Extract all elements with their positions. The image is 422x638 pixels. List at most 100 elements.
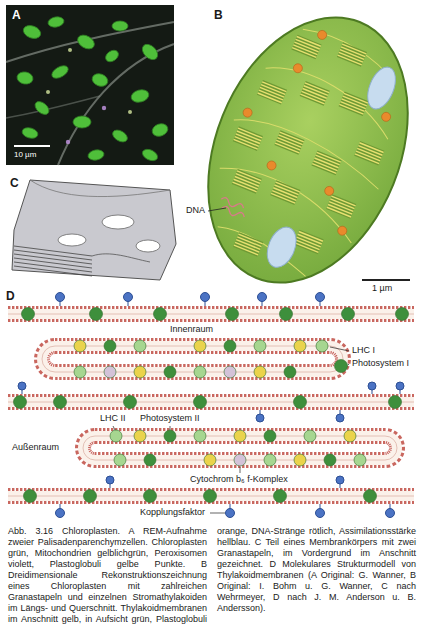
part-label: Kopplungsfaktor xyxy=(140,507,205,518)
membrane-protein xyxy=(234,454,246,466)
micrograph xyxy=(90,72,109,89)
membrane-body-drawing xyxy=(12,180,176,280)
scale-bar xyxy=(14,145,50,147)
membrane-protein xyxy=(22,308,35,321)
micrograph xyxy=(33,99,52,117)
membrane-protein xyxy=(124,396,137,409)
micrograph xyxy=(141,147,160,163)
part-label: Photosystem II xyxy=(140,413,200,424)
chloroplast-drawing xyxy=(217,196,248,219)
membrane-protein xyxy=(54,396,67,409)
membrane-protein xyxy=(194,430,206,442)
membrane-protein xyxy=(194,340,206,352)
panel-letter: B xyxy=(214,8,223,22)
chloroplast-drawing xyxy=(326,194,356,219)
membrane-protein xyxy=(294,396,307,409)
chloroplast-drawing xyxy=(311,151,341,176)
coupling-factor xyxy=(400,390,401,394)
leader-line xyxy=(208,208,226,211)
chloroplast-drawing xyxy=(213,224,312,277)
coupling-factor xyxy=(56,509,65,518)
membrane-protein xyxy=(90,308,103,321)
chloroplast-drawing xyxy=(362,63,401,113)
chloroplast-drawing xyxy=(214,14,413,236)
thylakoid-membranes xyxy=(8,314,414,496)
coupling-factor xyxy=(110,484,111,488)
membrane-protein xyxy=(14,308,409,503)
chloroplast-drawing xyxy=(291,35,321,60)
membrane-protein xyxy=(144,490,157,503)
chloroplast-drawing xyxy=(171,0,422,312)
leader-line xyxy=(348,364,349,365)
membrane-protein xyxy=(24,490,37,503)
membrane-body-drawing xyxy=(58,234,86,246)
thylakoid-membranes xyxy=(8,397,414,407)
chloroplast-drawing xyxy=(300,81,330,106)
chloroplast-drawing xyxy=(336,225,348,237)
scale-bar xyxy=(362,279,410,281)
membrane-protein xyxy=(204,490,217,503)
coupling-factor xyxy=(368,382,376,390)
membrane-protein xyxy=(316,340,328,352)
coupling-factor xyxy=(106,476,114,484)
leader-line xyxy=(113,426,115,430)
micrograph xyxy=(66,106,106,144)
membrane-protein xyxy=(294,454,306,466)
chloroplast-drawing xyxy=(354,141,384,166)
coupling-factor xyxy=(22,390,23,394)
panel-letter: C xyxy=(10,176,19,190)
membrane-protein xyxy=(274,490,287,503)
micrograph xyxy=(16,71,34,86)
micrograph xyxy=(46,90,50,94)
micrograph xyxy=(6,96,100,118)
thylakoid-membranes xyxy=(8,402,414,403)
coupling-factor xyxy=(372,390,373,394)
micrograph xyxy=(139,41,160,62)
chloroplast-drawing xyxy=(190,14,422,289)
coupling-factor xyxy=(226,509,235,518)
chloroplast-drawing xyxy=(233,232,263,257)
coupling-factor xyxy=(260,410,261,414)
micrograph xyxy=(102,106,106,110)
membrane-protein xyxy=(254,340,266,352)
micrograph xyxy=(6,5,174,165)
leader-line xyxy=(330,347,349,351)
membrane-protein xyxy=(74,340,366,466)
membrane-body-drawing xyxy=(136,240,160,252)
chloroplast-drawing xyxy=(337,42,367,67)
membrane-body-drawing xyxy=(14,262,92,272)
chloroplast-drawing xyxy=(232,169,262,194)
membrane-protein xyxy=(226,308,239,321)
coupling-factor xyxy=(340,484,341,488)
micrograph xyxy=(66,140,70,144)
coupling-factor xyxy=(316,509,325,518)
membrane-body-drawing xyxy=(14,246,92,256)
micrograph xyxy=(87,149,104,162)
membrane-protein xyxy=(14,308,409,503)
chloroplast-drawing xyxy=(323,185,335,197)
micrograph xyxy=(75,32,97,51)
membrane-body-drawing xyxy=(102,215,134,229)
coupling-factor xyxy=(396,382,404,390)
chloroplast-drawing xyxy=(316,29,328,41)
micrograph xyxy=(6,22,174,62)
membrane-protein xyxy=(254,366,266,378)
membrane-protein xyxy=(284,366,296,378)
membrane-protein xyxy=(134,340,146,352)
part-label: LHC I xyxy=(352,345,375,356)
coupling-factor xyxy=(201,293,210,302)
membrane-protein xyxy=(264,430,276,442)
micrograph xyxy=(111,128,130,145)
membrane-protein xyxy=(134,366,146,378)
part-label: DNA xyxy=(186,205,205,216)
membrane-protein xyxy=(84,490,97,503)
leader-line xyxy=(113,347,349,513)
chloroplast-drawing xyxy=(242,107,254,119)
coupling-factor xyxy=(258,293,267,302)
membrane-protein xyxy=(342,308,355,321)
chloroplast-drawing xyxy=(171,0,422,312)
membrane-protein xyxy=(104,366,116,378)
membrane-protein xyxy=(224,340,236,352)
micrograph xyxy=(50,63,71,81)
scale-label: 10 µm xyxy=(14,150,36,160)
